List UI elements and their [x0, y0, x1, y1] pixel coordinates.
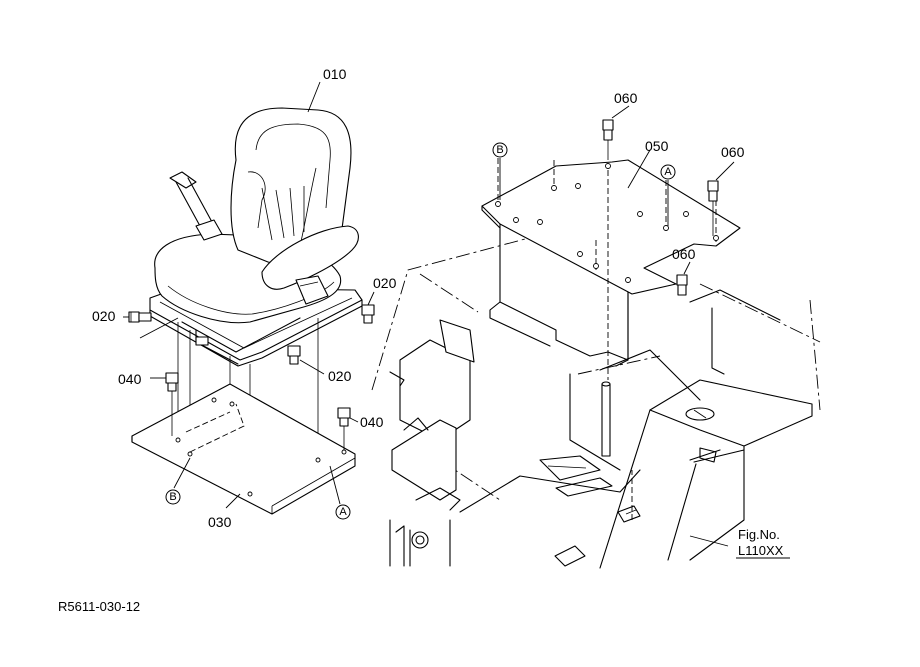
bolt-020-left [128, 311, 152, 323]
label-020-right-top: 020 [373, 275, 397, 291]
right-leaders [499, 105, 735, 547]
ref-a-left: A [335, 504, 351, 520]
label-020-left: 020 [92, 308, 116, 324]
bolt-060-right [707, 180, 719, 236]
label-050: 050 [645, 138, 669, 154]
left-leaders [123, 81, 375, 509]
ref-b-left-text: B [169, 491, 176, 503]
chassis-frame [371, 215, 821, 569]
bolt-020-right-top [361, 304, 375, 324]
drawing-code: R5611-030-12 [58, 599, 140, 614]
label-040-right: 040 [360, 414, 384, 430]
fig-no-line2: L110XX [738, 543, 784, 558]
ref-a-right: A [660, 164, 676, 180]
label-060-top: 060 [614, 90, 638, 106]
bolt-060-mid [676, 274, 688, 296]
ref-a-right-text: A [664, 166, 672, 178]
label-020-center: 020 [328, 368, 352, 384]
label-060-mid: 060 [672, 246, 696, 262]
bolt-040-right [337, 407, 351, 450]
label-030: 030 [208, 514, 232, 530]
label-060-right: 060 [721, 144, 745, 160]
ref-b-right-text: B [496, 144, 503, 156]
label-010: 010 [323, 66, 347, 82]
bracket-050 [481, 158, 741, 520]
ref-b-left: B [165, 489, 181, 505]
ref-b-right: B [492, 142, 508, 158]
ref-a-left-text: A [339, 506, 347, 518]
bolt-020-center [287, 345, 301, 365]
label-040-left: 040 [118, 371, 142, 387]
seat-assembly [128, 107, 375, 515]
bolt-060-top [602, 119, 614, 160]
fig-no-line1: Fig.No. [738, 527, 780, 542]
